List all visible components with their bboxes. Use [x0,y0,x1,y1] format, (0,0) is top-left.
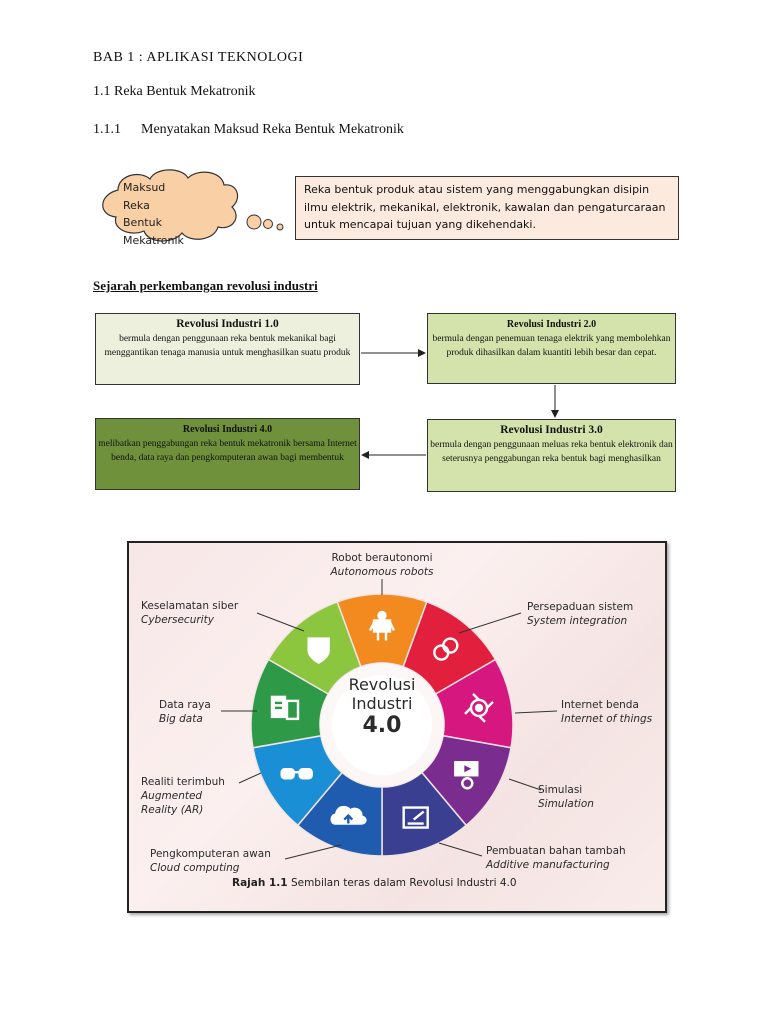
pillar-ms: Persepaduan sistem [527,601,634,613]
pillar-ms: Internet benda [561,699,639,711]
pillar-label-iot: Internet benda Internet of things [561,698,652,726]
center-line: Revolusi [348,675,416,694]
cloud-line: Bentuk [123,216,162,229]
center-disc [332,675,432,775]
documents-icon [270,695,300,721]
definition-box: Reka bentuk produk atau sistem yang meng… [295,176,679,240]
subsection-number: 1.1.1 [93,122,121,137]
pillar-label-cloud: Pengkomputeran awan Cloud computing [150,847,271,875]
leader-line [508,778,542,791]
rings-icon [433,637,459,661]
pillar-en: Cloud computing [150,862,240,874]
cloud-label: Maksud Reka Bentuk Mekatronik [123,179,203,249]
pillar-en: Autonomous robots [330,566,434,578]
revolution-title: Revolusi Industri 4.0 [182,424,273,435]
subsection-heading: 1.1.1 Menyatakan Maksud Reka Bentuk Mekat… [93,122,404,138]
leader-line [284,844,342,860]
revolution-text: melibatkan penggabungan reka bentuk meka… [98,439,357,463]
revolution-title: Revolusi Industri 3.0 [500,424,603,436]
shield-icon [307,637,330,664]
subsection-title: Menyatakan Maksud Reka Bentuk Mekatronik [141,122,404,137]
film-gear-icon [454,761,479,790]
caption-text: Sembilan teras dalam Revolusi Industri 4… [290,877,517,889]
center-line: Industri [351,694,413,713]
cloud-line: Reka [123,198,150,212]
leader-line [438,842,483,857]
revolution-4-box: Revolusi Industri 4.0 melibatkan penggab… [95,418,360,490]
pillar-label-robots: Robot berautonomi Autonomous robots [327,551,437,579]
industry-4-figure: Revolusi Industri 4.0 Robot berautonomi … [127,541,667,913]
leader-line [238,772,262,784]
leader-line [514,710,558,714]
leader-line [256,612,305,632]
figure-caption: Rajah 1.1 Sembilan teras dalam Revolusi … [232,877,517,889]
revolution-text: bermula dengan penggunaan reka bentuk me… [104,334,351,358]
pillar-ms: Realiti terimbuh [141,776,225,788]
wheel-center-label: Revolusi Industri 4.0 [334,675,430,739]
cloud-line: Maksud [123,181,166,194]
pillar-ms: Robot berautonomi [331,552,433,564]
pillar-wheel [221,579,558,860]
section-heading: 1.1 Reka Bentuk Mekatronik [93,84,256,99]
revolution-title: Revolusi Industri 1.0 [176,318,279,330]
pillar-ms: Simulasi [538,784,583,796]
pillar-label-bigdata: Data raya Big data [159,698,211,726]
pillar-en: System integration [527,615,628,627]
revolution-title: Revolusi Industri 2.0 [506,319,597,330]
printer-icon [402,806,429,829]
cloud-line: Mekatronik [123,233,184,247]
history-heading: Sejarah perkembangan revolusi industri [93,278,318,293]
thought-cloud [102,169,284,242]
pillar-en: Simulation [538,798,594,810]
pillar-en: Internet of things [561,713,653,725]
revolution-3-box: Revolusi Industri 3.0 bermula dengan pen… [427,419,676,492]
leader-line [458,612,522,634]
pillar-ms: Keselamatan siber [141,600,239,612]
pillar-label-cyber: Keselamatan siber Cybersecurity [141,599,238,627]
cloud-upload-icon [330,805,367,825]
revolution-text: bermula dengan penemuan tenaga elektrik … [432,334,671,358]
pillar-en: Augmented Reality (AR) [141,790,204,816]
center-line: 4.0 [362,713,402,738]
pillar-en: Cybersecurity [141,614,214,626]
pillar-label-ar: Realiti terimbuh Augmented Reality (AR) [141,775,225,817]
pillar-label-additive: Pembuatan bahan tambah Additive manufact… [486,844,626,872]
pillar-ms: Data raya [159,699,211,711]
revolution-text: bermula dengan penggunaan meluas reka be… [430,440,673,464]
pillar-en: Big data [159,713,203,725]
caption-label: Rajah 1.1 [232,877,288,889]
glasses-icon [280,768,313,780]
pillar-label-integration: Persepaduan sistem System integration [527,600,633,628]
revolution-1-box: Revolusi Industri 1.0 bermula dengan pen… [95,313,360,385]
robot-icon [368,610,396,641]
pillar-en: Additive manufacturing [486,859,610,871]
revolution-2-box: Revolusi Industri 2.0 bermula dengan pen… [427,313,676,384]
pillar-label-simulation: Simulasi Simulation [538,783,594,811]
pillar-ms: Pengkomputeran awan [150,848,271,860]
pillar-ms: Pembuatan bahan tambah [486,845,626,857]
chapter-heading: BAB 1 : APLIKASI TEKNOLOGI [93,50,304,65]
circuit-icon [464,693,494,723]
